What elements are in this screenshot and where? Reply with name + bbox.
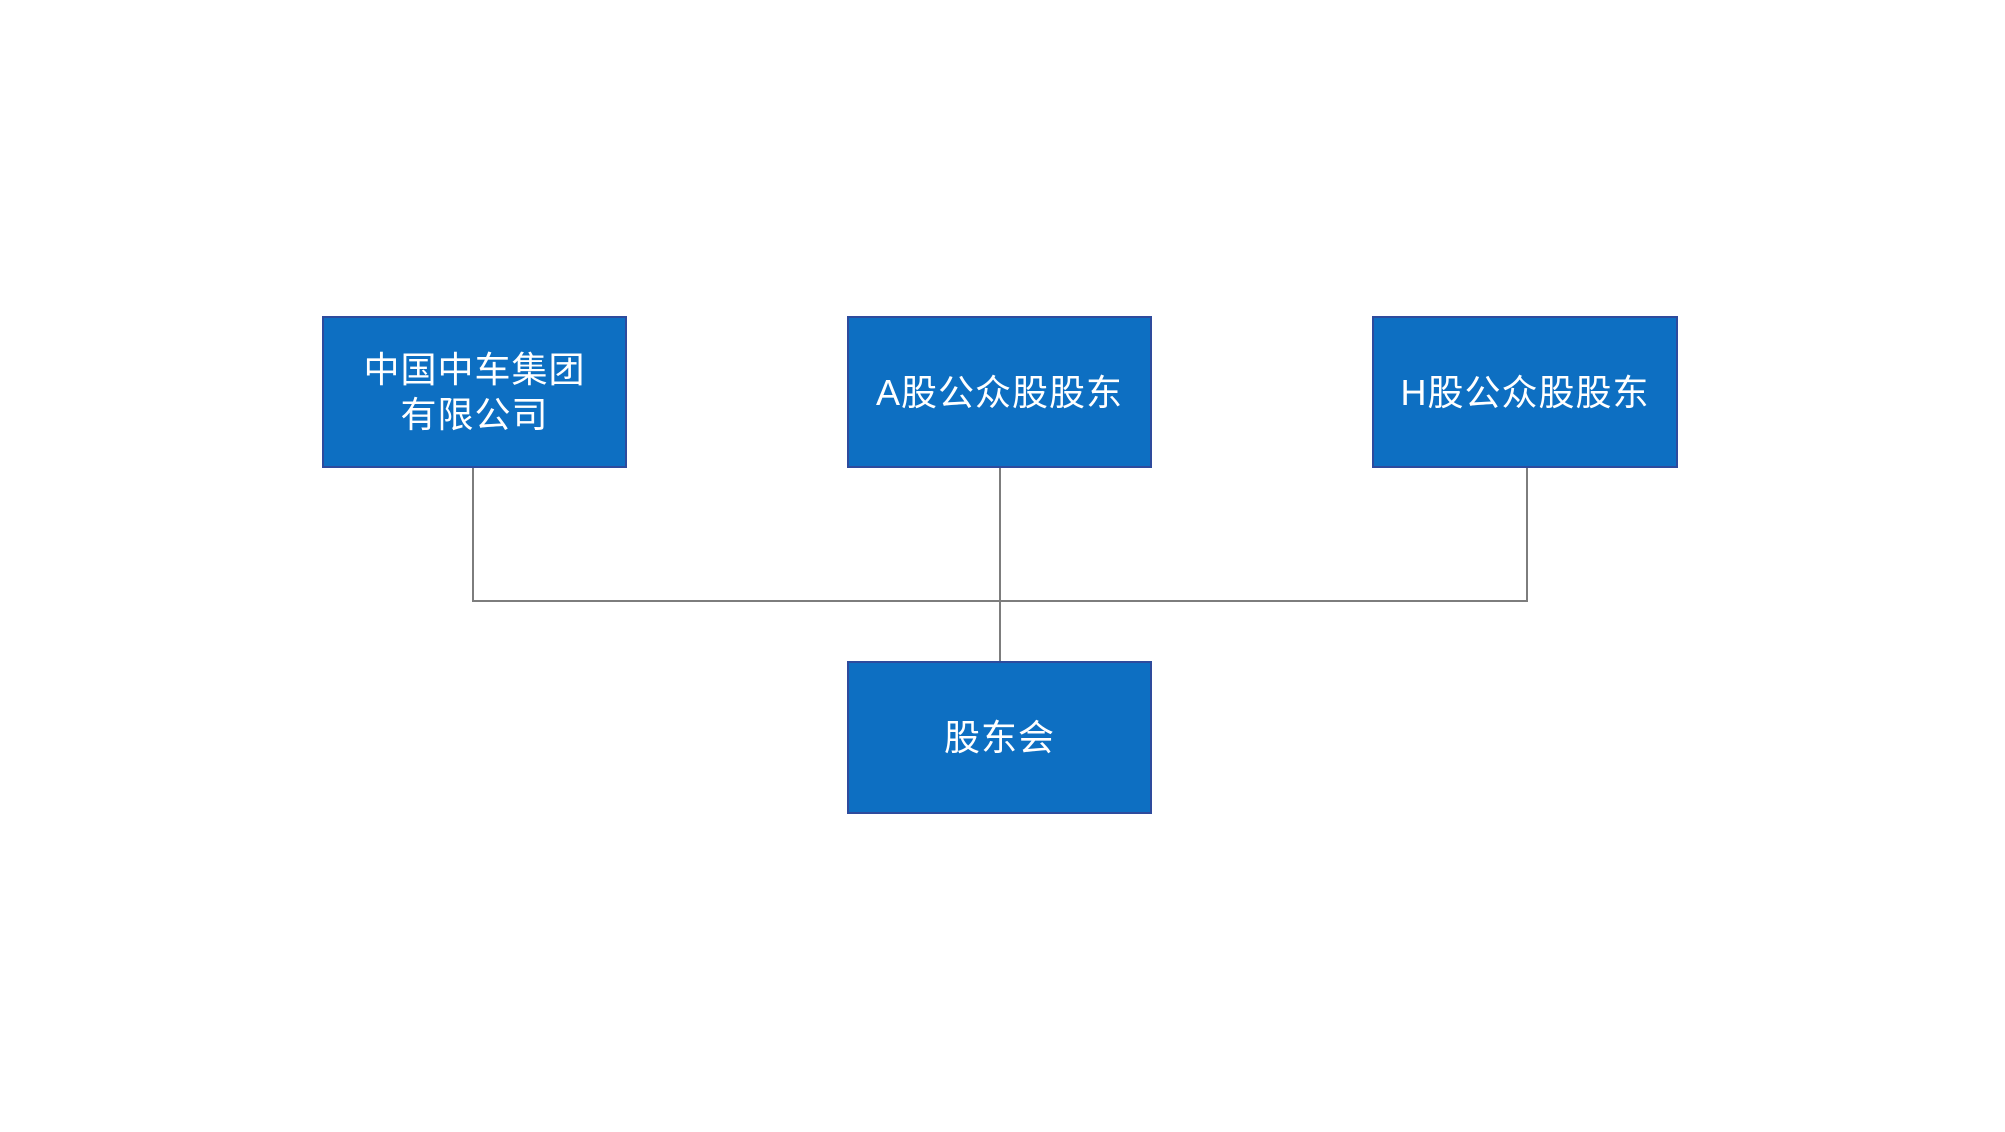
connector-a-share-vertical	[999, 468, 1001, 661]
node-h-share-holders: H股公众股股东	[1372, 316, 1678, 468]
connector-h-share-vertical	[1526, 468, 1528, 602]
node-h-share-holders-label: H股公众股股东	[1400, 371, 1650, 413]
node-crrc-group: 中国中车集团 有限公司	[322, 316, 627, 468]
node-a-share-holders: A股公众股股东	[847, 316, 1152, 468]
node-shareholders-meeting-label: 股东会	[943, 717, 1055, 758]
node-a-share-holders-label: A股公众股股东	[875, 371, 1123, 413]
connector-crrc-vertical	[472, 468, 474, 602]
connector-horizontal-bus	[472, 600, 1528, 602]
node-shareholders-meeting: 股东会	[847, 661, 1152, 814]
node-crrc-group-label: 中国中车集团 有限公司	[363, 349, 586, 435]
